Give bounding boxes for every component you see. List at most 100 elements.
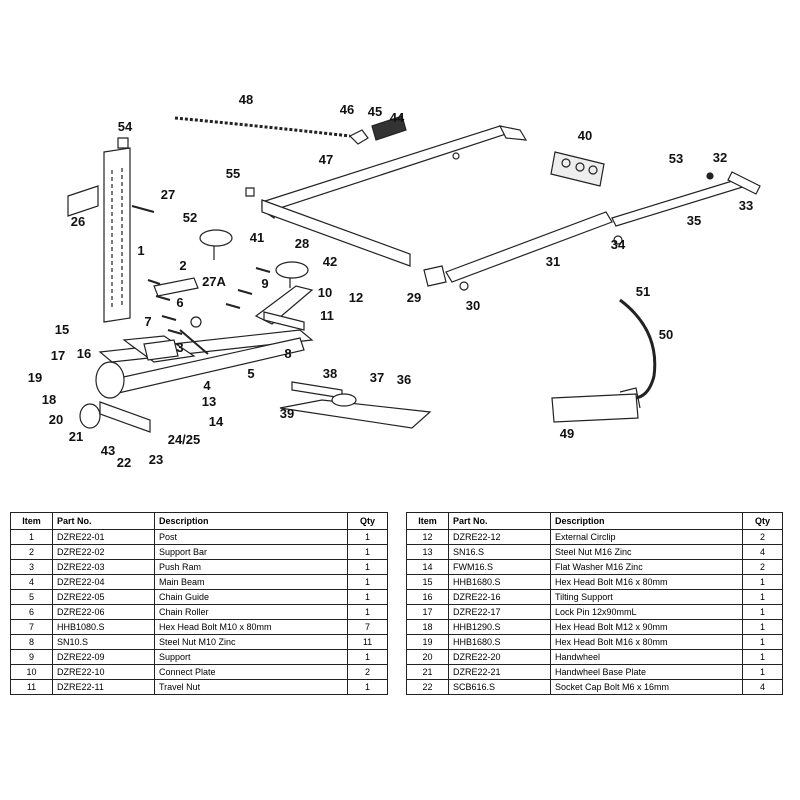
cell-item: 13 [406, 544, 449, 560]
bottom-plate-drawing [279, 399, 432, 429]
cell-description: Post [154, 529, 348, 545]
cell-item: 9 [10, 649, 53, 665]
callout-label: 34 [611, 237, 626, 252]
cell-description: Tilting Support [550, 589, 743, 605]
cell-qty: 1 [347, 604, 388, 620]
col-part-no: Part No. [448, 512, 551, 530]
cell-qty: 1 [347, 544, 388, 560]
cell-item: 11 [10, 679, 53, 695]
cell-part-no: DZRE22-16 [448, 589, 551, 605]
table-header-row: Item Part No. Description Qty [406, 512, 783, 530]
callout-label: 22 [117, 455, 131, 470]
col-item: Item [10, 512, 53, 530]
callout-label: 46 [340, 102, 354, 117]
cell-item: 21 [406, 664, 449, 680]
cell-qty: 1 [742, 604, 783, 620]
upper-beam-bracket-drawing [498, 125, 528, 141]
callout-label: 31 [546, 254, 560, 269]
cell-description: Lock Pin 12x90mmL [550, 604, 743, 620]
cell-part-no: DZRE22-17 [448, 604, 551, 620]
callout-label: 29 [407, 290, 421, 305]
cell-description: Main Beam [154, 574, 348, 590]
callout-label: 13 [202, 394, 216, 409]
callout-label: 36 [397, 372, 411, 387]
callout-label: 49 [560, 426, 574, 441]
post-cap-drawing [117, 137, 129, 149]
callout-label: 4 [203, 378, 211, 393]
callout-label: 16 [77, 346, 91, 361]
cell-part-no: DZRE22-04 [52, 574, 155, 590]
callout-label: 12 [349, 290, 363, 305]
cell-description: Socket Cap Bolt M6 x 16mm [550, 679, 743, 695]
callout-label: 50 [659, 327, 673, 342]
col-part-no: Part No. [52, 512, 155, 530]
cell-item: 22 [406, 679, 449, 695]
cell-description: Flat Washer M16 Zinc [550, 559, 743, 575]
cell-part-no: SN10.S [52, 634, 155, 650]
callout-label: 9 [261, 276, 268, 291]
handwheel-42-drawing [275, 261, 309, 279]
upper-beam-bar-drawing [261, 199, 411, 267]
col-qty: Qty [742, 512, 783, 530]
cell-description: Push Ram [154, 559, 348, 575]
cell-part-no: DZRE22-11 [52, 679, 155, 695]
block-55-drawing [245, 187, 255, 197]
callout-label: 33 [739, 198, 753, 213]
cell-qty: 1 [742, 634, 783, 650]
cell-item: 12 [406, 529, 449, 545]
callout-label: 37 [370, 370, 384, 385]
callout-label: 30 [466, 298, 480, 313]
cell-qty: 2 [742, 529, 783, 545]
callout-label: 40 [578, 128, 592, 143]
cell-qty: 1 [742, 589, 783, 605]
cell-part-no: FWM16.S [448, 559, 551, 575]
cell-part-no: DZRE22-02 [52, 544, 155, 560]
cell-part-no: HHB1680.S [448, 574, 551, 590]
callout-label: 26 [71, 214, 85, 229]
callout-label: 27 [161, 187, 175, 202]
plate-40-drawing [550, 151, 605, 187]
cell-description: Travel Nut [154, 679, 348, 695]
callout-label: 6 [176, 295, 183, 310]
handwheel-base-drawing [79, 403, 101, 429]
cell-description: Support [154, 649, 348, 665]
cell-qty: 2 [347, 664, 388, 680]
cell-item: 18 [406, 619, 449, 635]
cell-item: 2 [10, 544, 53, 560]
callout-label: 41 [250, 230, 264, 245]
cell-qty: 1 [347, 679, 388, 695]
cell-qty: 1 [742, 619, 783, 635]
cell-qty: 1 [347, 649, 388, 665]
cell-description: Handwheel Base Plate [550, 664, 743, 680]
clamp-29-drawing [423, 265, 447, 287]
cell-qty: 1 [742, 649, 783, 665]
cell-item: 6 [10, 604, 53, 620]
cell-part-no: DZRE22-20 [448, 649, 551, 665]
cell-description: External Circlip [550, 529, 743, 545]
cell-item: 5 [10, 589, 53, 605]
callout-label: 23 [149, 452, 163, 467]
bracket-33-drawing [727, 171, 761, 195]
callout-label: 39 [280, 406, 294, 421]
callout-label: 32 [713, 150, 727, 165]
chain-clamp-drawing [371, 115, 407, 141]
cell-item: 20 [406, 649, 449, 665]
cell-item: 16 [406, 589, 449, 605]
cell-qty: 1 [742, 664, 783, 680]
